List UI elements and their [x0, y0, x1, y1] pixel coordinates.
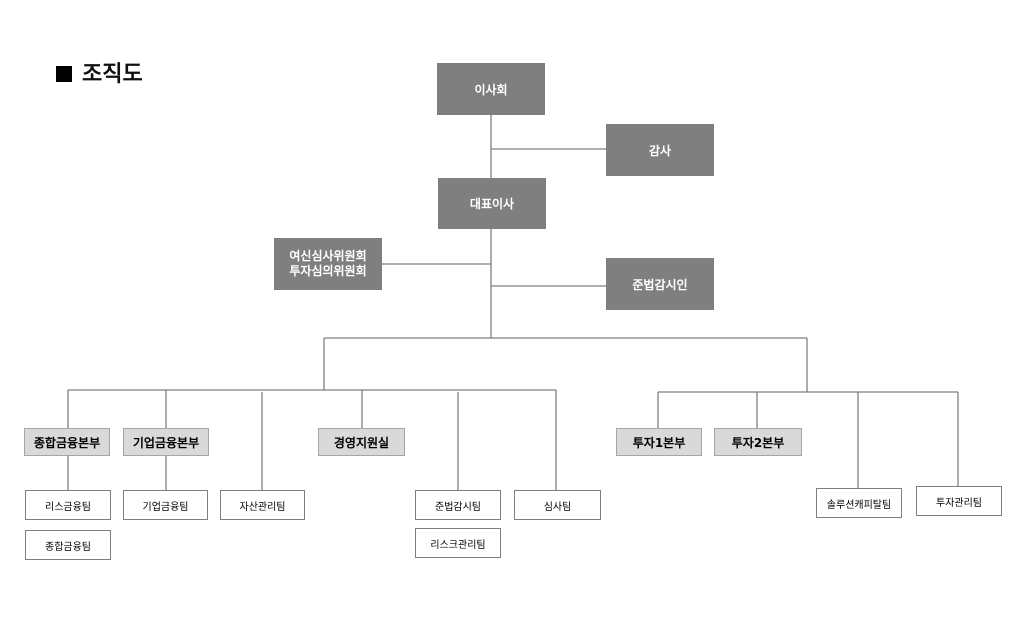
square-bullet-icon [56, 66, 72, 82]
ceo-box: 대표이사 [438, 178, 546, 229]
solution-capital-team-box: 솔루션캐피탈팀 [816, 488, 902, 518]
general-finance-division-box: 종합금융본부 [24, 428, 110, 456]
investment-mgmt-team-box: 투자관리팀 [916, 486, 1002, 516]
corporate-finance-team-box: 기업금융팀 [123, 490, 208, 520]
page-title: 조직도 [56, 56, 143, 88]
review-team-box: 심사팀 [514, 490, 601, 520]
committees-box: 여신심사위원회 투자심의위원회 [274, 238, 382, 290]
risk-finance-team-box: 리스금융팀 [25, 490, 111, 520]
investment-2-division-box: 투자2본부 [714, 428, 802, 456]
compliance-team-box: 준법감시팀 [415, 490, 501, 520]
auditor-box: 감사 [606, 124, 714, 176]
management-support-box: 경영지원실 [318, 428, 405, 456]
risk-mgmt-team-box: 리스크관리팀 [415, 528, 501, 558]
general-finance-team-box: 종합금융팀 [25, 530, 111, 560]
compliance-officer-box: 준법감시인 [606, 258, 714, 310]
investment-1-division-box: 투자1본부 [616, 428, 702, 456]
page-title-text: 조직도 [82, 62, 143, 87]
board-box: 이사회 [437, 63, 545, 115]
corporate-finance-division-box: 기업금융본부 [123, 428, 209, 456]
asset-mgmt-team-box: 자산관리팀 [220, 490, 305, 520]
